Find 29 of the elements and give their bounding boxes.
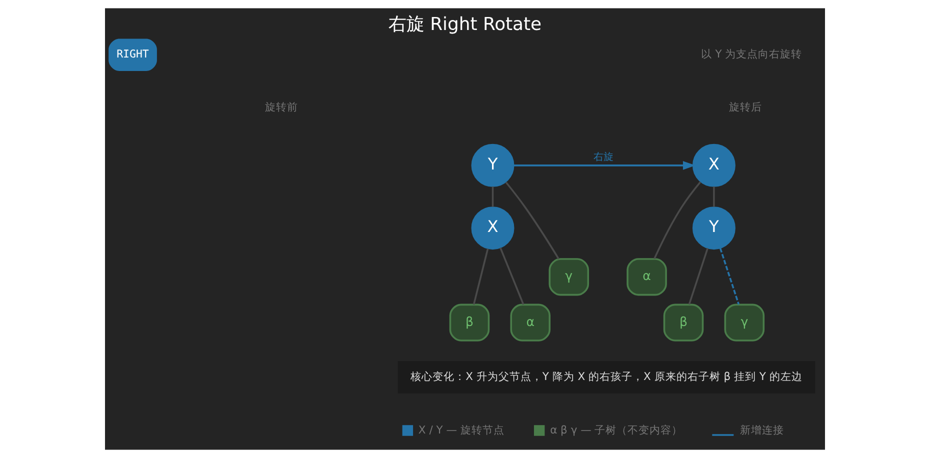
node-box: γ: [724, 304, 765, 342]
node-box: γ: [548, 258, 590, 296]
node-circle: X: [692, 144, 736, 187]
arrow: [514, 161, 696, 170]
connector: [719, 248, 740, 305]
connector: [688, 248, 708, 305]
node-box: α: [626, 258, 667, 296]
label: 旋转前: [264, 100, 298, 114]
connector: [654, 181, 701, 260]
label: RIGHT: [116, 48, 149, 61]
legend-label: α β γ — 子树（不变内容）: [550, 423, 683, 436]
edge-label: 右旋: [593, 152, 614, 163]
connector: [500, 247, 524, 305]
label: 以 Y 为支点向右旋转: [700, 48, 802, 61]
label: 核心变化：X 升为父节点，Y 降为 X 的右孩子，X 原来的右子树 β 挂到 Y 的左边: [410, 370, 802, 383]
connector: [505, 182, 560, 260]
connector: [713, 186, 715, 207]
label: 旋转后: [728, 100, 762, 114]
connector: [472, 248, 489, 305]
node-circle: X: [471, 206, 514, 250]
node-box: β: [449, 304, 490, 342]
diagram-title: 右旋 Right Rotate: [388, 14, 542, 35]
legend-label: 新增连接: [740, 423, 784, 436]
node-circle: Y: [692, 206, 736, 250]
node-box: β: [663, 304, 704, 342]
legend-label: X / Y — 旋转节点: [418, 423, 504, 436]
node-circle: Y: [471, 144, 514, 187]
node-box: α: [510, 304, 551, 342]
connector: [492, 186, 494, 207]
